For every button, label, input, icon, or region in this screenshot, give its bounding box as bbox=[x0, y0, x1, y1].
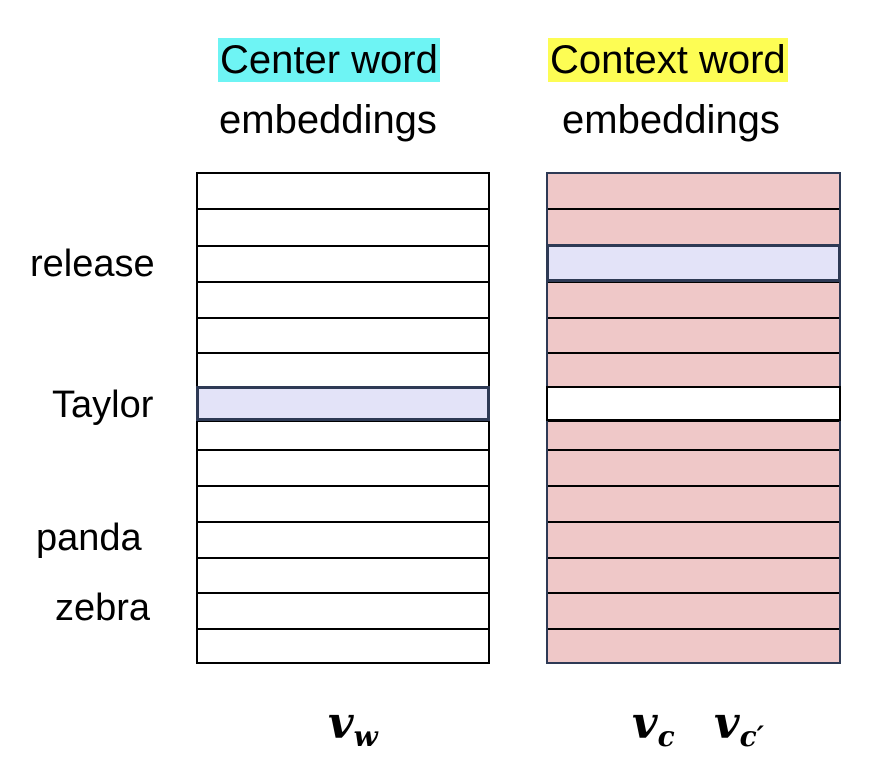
matrix-row-divider bbox=[198, 521, 488, 523]
matrix-row-divider bbox=[548, 281, 839, 283]
matrix-row-divider bbox=[548, 592, 839, 594]
context-vector-label-c-prime: vc′ bbox=[714, 700, 764, 761]
matrix-row-divider bbox=[198, 317, 488, 319]
matrix-row-divider bbox=[548, 521, 839, 523]
matrix-row-divider bbox=[198, 628, 488, 630]
matrix-row-divider bbox=[198, 485, 488, 487]
center-vector-label: vw bbox=[328, 700, 378, 761]
matrix-row-divider bbox=[548, 352, 839, 354]
row-label-release: release bbox=[30, 243, 155, 285]
context-embedding-matrix bbox=[546, 172, 841, 664]
matrix-row-divider bbox=[548, 420, 839, 422]
vector-symbol: v bbox=[714, 698, 740, 749]
vector-subscript: c bbox=[657, 720, 675, 753]
matrix-row-divider bbox=[198, 281, 488, 283]
row-label-panda: panda bbox=[36, 517, 142, 559]
matrix-row-divider bbox=[198, 352, 488, 354]
matrix-row-divider bbox=[198, 420, 488, 422]
matrix-row-divider bbox=[198, 592, 488, 594]
center-embeddings-subtitle: embeddings bbox=[219, 98, 437, 142]
context-title-text: Context word bbox=[548, 38, 788, 82]
vector-subscript: c′ bbox=[739, 720, 765, 753]
matrix-row-divider bbox=[548, 317, 839, 319]
vector-symbol: v bbox=[632, 698, 658, 749]
center-embedding-matrix bbox=[196, 172, 490, 664]
row-label-taylor: Taylor bbox=[52, 384, 154, 426]
context-vector-label-c: vc bbox=[632, 700, 675, 761]
vector-subscript: w bbox=[353, 720, 378, 753]
matrix-row-divider bbox=[548, 208, 839, 210]
context-selected-row-release bbox=[546, 244, 841, 282]
matrix-row-divider bbox=[198, 208, 488, 210]
matrix-row-divider bbox=[198, 245, 488, 247]
matrix-row-divider bbox=[548, 628, 839, 630]
vector-symbol: v bbox=[328, 698, 354, 749]
context-embeddings-subtitle: embeddings bbox=[562, 98, 780, 142]
context-unshaded-row-taylor bbox=[546, 386, 841, 421]
matrix-row-divider bbox=[548, 485, 839, 487]
context-embeddings-title: Context word bbox=[548, 36, 788, 84]
matrix-row-divider bbox=[548, 557, 839, 559]
row-label-zebra: zebra bbox=[55, 587, 151, 629]
center-embeddings-title: Center word bbox=[218, 36, 440, 84]
center-selected-row-taylor bbox=[196, 386, 490, 421]
center-title-text: Center word bbox=[218, 38, 440, 82]
matrix-row-divider bbox=[548, 449, 839, 451]
matrix-row-divider bbox=[198, 557, 488, 559]
matrix-row-divider bbox=[198, 449, 488, 451]
